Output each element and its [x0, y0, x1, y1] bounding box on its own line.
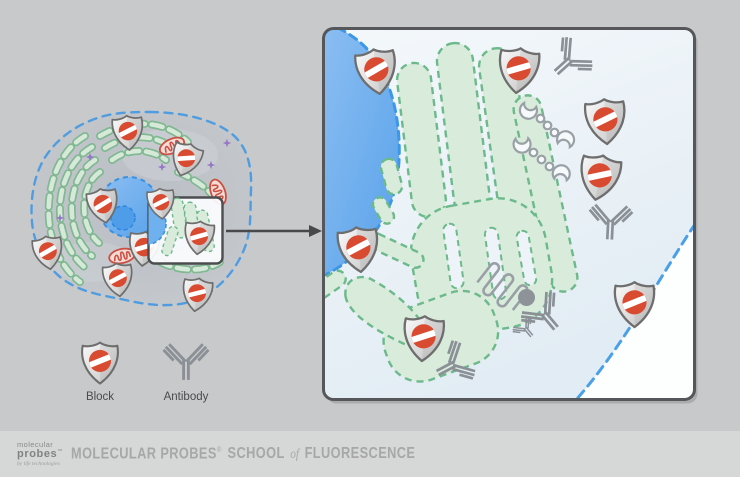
extracellular-space — [575, 223, 695, 400]
receptor-epitope — [518, 289, 535, 306]
footer-title-school: SCHOOL — [227, 445, 285, 463]
legend-antibody-icon — [162, 342, 210, 382]
detail-panel — [322, 27, 698, 404]
block-shield-icon — [180, 276, 213, 313]
legend: Block Antibody — [82, 342, 210, 403]
legend-block-icon — [82, 343, 118, 384]
brand-logo-tagline: by life technologies — [17, 460, 60, 467]
cell-diagram — [30, 110, 253, 313]
transmembrane-receptor — [476, 262, 535, 311]
fc-receptor-chain — [515, 97, 579, 153]
brand-logo: molecular probes™ by life technologies — [17, 441, 63, 468]
trademark-symbol: ™ — [57, 448, 63, 455]
zoom-arrow — [226, 225, 322, 237]
brand-logo-word: probes — [17, 448, 58, 461]
cell-membrane — [30, 110, 253, 307]
legend-antibody-label: Antibody — [164, 391, 209, 403]
brand-logo-line1: molecular — [17, 439, 54, 449]
legend-block-label: Block — [86, 391, 114, 403]
footer: molecular probes™ by life technologies M… — [0, 431, 740, 477]
footer-title-subject: FLUORESCENCE — [304, 445, 416, 463]
registered-symbol: ® — [216, 444, 222, 454]
panel-border — [322, 27, 696, 401]
highlight-box — [124, 187, 224, 265]
footer-title: MOLECULAR PROBES® SCHOOL of FLUORESCENCE — [71, 445, 415, 463]
illustration-svg: Block Antibody — [30, 27, 698, 404]
footer-title-brand: MOLECULAR PROBES — [71, 445, 217, 463]
fc-receptor-chain — [508, 131, 575, 187]
brand-logo-line2: probes™ — [17, 449, 63, 460]
footer-title-of: of — [290, 447, 299, 463]
